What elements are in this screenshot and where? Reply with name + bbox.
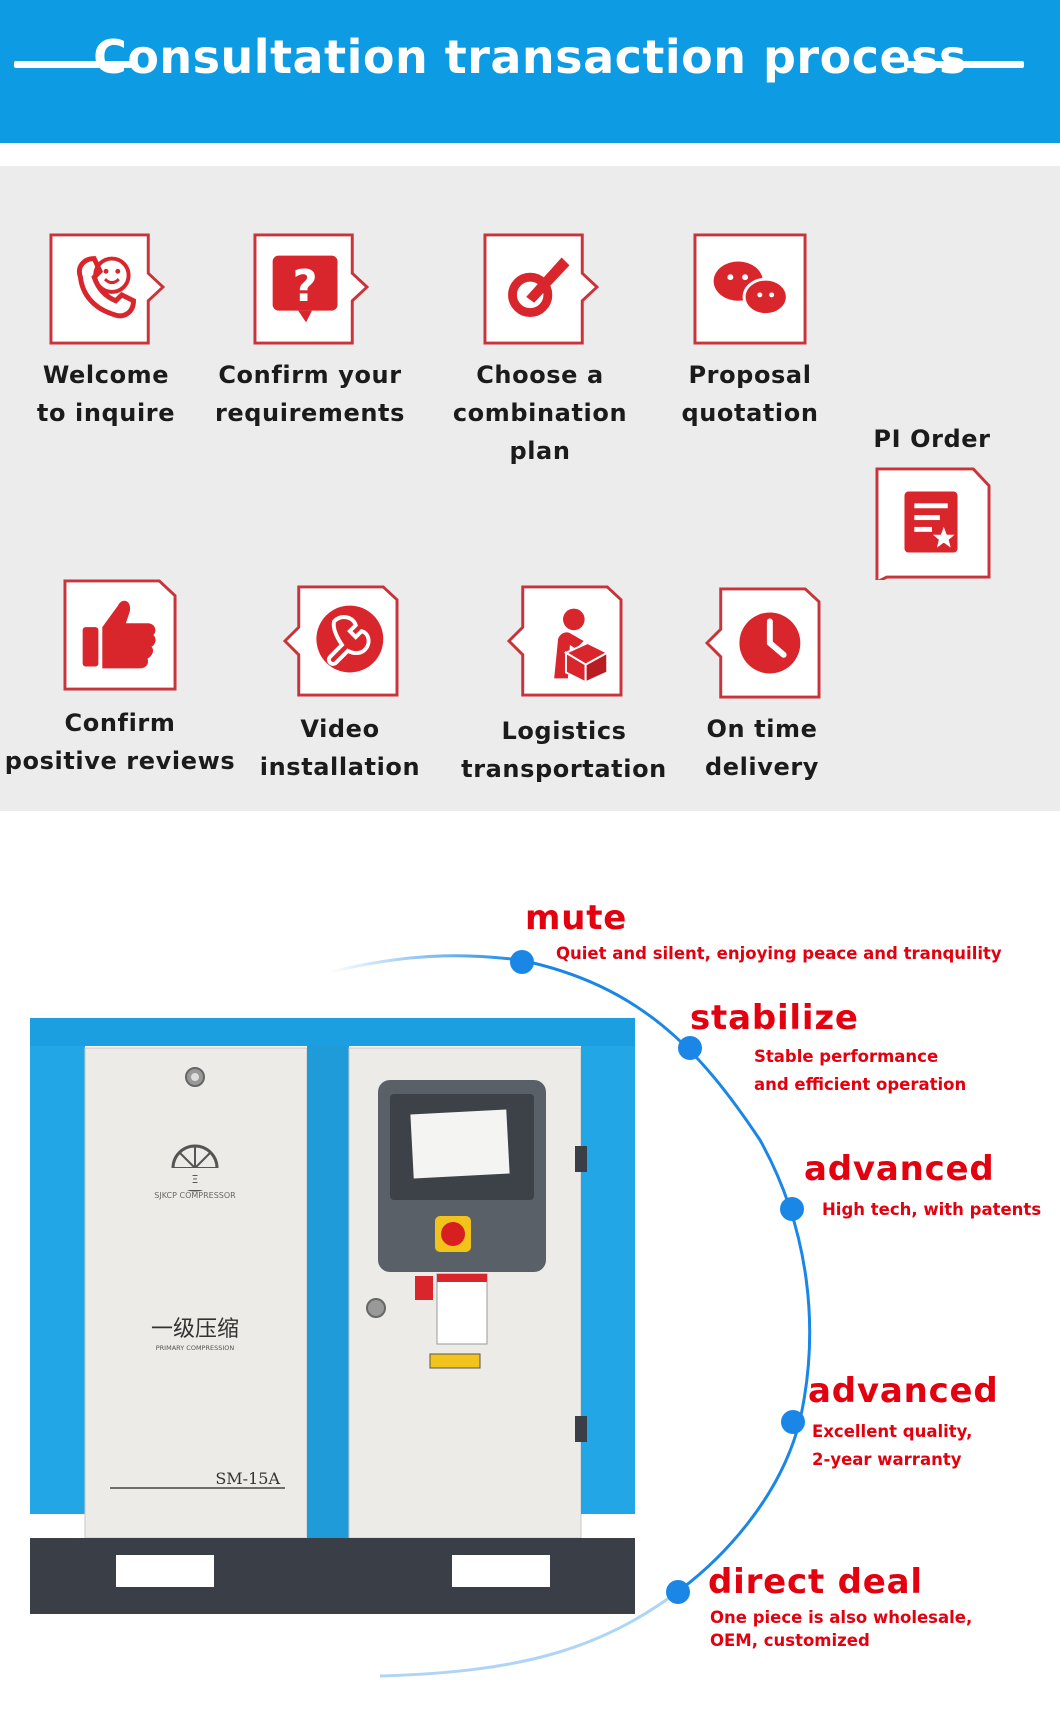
feature-advanced-quality: advanced (808, 1371, 999, 1411)
compressor-image: Ξ SJKCP COMPRESSOR 一级压缩 PRIMARY COMPRESS… (30, 1018, 635, 1614)
header-left-rule (14, 61, 134, 68)
step-label-line1: Confirm (64, 709, 176, 737)
feature-mute-desc: Quiet and silent, enjoying peace and tra… (556, 940, 1002, 968)
machine-panel-en: PRIMARY COMPRESSION (156, 1344, 235, 1352)
header-banner: Consultation transaction process (0, 0, 1060, 143)
step-pi-order: PI Order (812, 420, 1052, 580)
step-welcome: Welcome to inquire (0, 232, 226, 432)
page-title: Consultation transaction process (93, 30, 967, 84)
step-positive-reviews: Confirm positive reviews (0, 578, 240, 780)
step-logistics: Logistics transportation (444, 584, 684, 788)
header-right-rule (904, 61, 1024, 68)
document-icon (873, 466, 991, 580)
machine-panel-cn: 一级压缩 (151, 1317, 239, 1342)
step-label-line1: Confirm your (218, 361, 402, 389)
feature-advanced-quality-desc: Excellent quality, 2-year warranty (812, 1418, 972, 1474)
step-label-line1: PI Order (873, 425, 991, 453)
feature-dot (678, 1036, 702, 1060)
step-proposal-quotation: Proposal quotation (630, 232, 870, 432)
step-label-line2: delivery (704, 753, 820, 781)
step-label-line1: Choose a (476, 361, 604, 389)
feature-desc: One piece is also wholesale, (710, 1608, 973, 1627)
step-label-line2: installation (259, 753, 421, 781)
feature-title: advanced (808, 1371, 999, 1411)
feature-advanced-tech-desc: High tech, with patents (822, 1196, 1041, 1224)
feature-title: advanced (804, 1149, 995, 1189)
feature-title: direct deal (708, 1562, 923, 1602)
feature-dot (780, 1197, 804, 1221)
pen-icon (481, 232, 599, 346)
step-label-line2: combination plan (452, 399, 628, 465)
thumbs-up-icon (61, 578, 179, 692)
package-icon (505, 584, 623, 698)
feature-direct-deal-desc: One piece is also wholesale, OEM, custom… (710, 1606, 972, 1652)
feature-dot (510, 950, 534, 974)
feature-stabilize-desc: Stable performance and efficient operati… (754, 1043, 966, 1099)
feature-stabilize: stabilize (690, 998, 859, 1038)
step-label-line1: Proposal (688, 361, 812, 389)
machine-model: SM-15A (215, 1469, 280, 1488)
step-label-line1: On time (706, 715, 818, 743)
feature-desc: and efficient operation (754, 1075, 967, 1094)
step-label-line1: Logistics (501, 717, 627, 745)
feature-advanced-tech: advanced (804, 1149, 995, 1189)
step-label-line2: positive reviews (4, 747, 236, 775)
step-video-installation: Video installation (220, 584, 460, 786)
feature-mute: mute (525, 898, 628, 938)
feature-dot (666, 1580, 690, 1604)
feature-desc: Quiet and silent, enjoying peace and tra… (556, 944, 1002, 963)
feature-desc: 2-year warranty (812, 1450, 962, 1469)
feature-desc: Stable performance (754, 1047, 939, 1066)
step-label-line1: Video (300, 715, 380, 743)
svg-text:Ξ: Ξ (192, 1173, 199, 1186)
step-on-time-delivery: On time delivery (642, 586, 882, 786)
step-choose-plan: Choose a combination plan (420, 232, 660, 470)
feature-desc: Excellent quality, (812, 1422, 973, 1441)
clock-icon (703, 586, 821, 700)
feature-direct-deal: direct deal (708, 1562, 923, 1602)
svg-text:?: ? (293, 262, 318, 312)
wrench-icon (281, 584, 399, 698)
process-panel: Welcome to inquire ? Confirm your requirem… (0, 166, 1060, 811)
phone-smile-icon (47, 232, 165, 346)
feature-desc: High tech, with patents (822, 1200, 1042, 1219)
machine-brand: SJKCP COMPRESSOR (154, 1191, 236, 1200)
step-label-line2: quotation (681, 399, 819, 427)
step-label-line2: transportation (461, 755, 667, 783)
step-label-line2: requirements (214, 399, 406, 427)
feature-dot (781, 1410, 805, 1434)
question-icon: ? (251, 232, 369, 346)
chat-icon (691, 232, 809, 346)
feature-title: mute (525, 898, 628, 938)
step-confirm-requirements: ? Confirm your requirements (190, 232, 430, 432)
step-label-line1: Welcome (42, 361, 170, 389)
feature-desc: OEM, customized (710, 1631, 870, 1650)
step-label-line2: to inquire (36, 399, 176, 427)
feature-title: stabilize (690, 998, 859, 1038)
